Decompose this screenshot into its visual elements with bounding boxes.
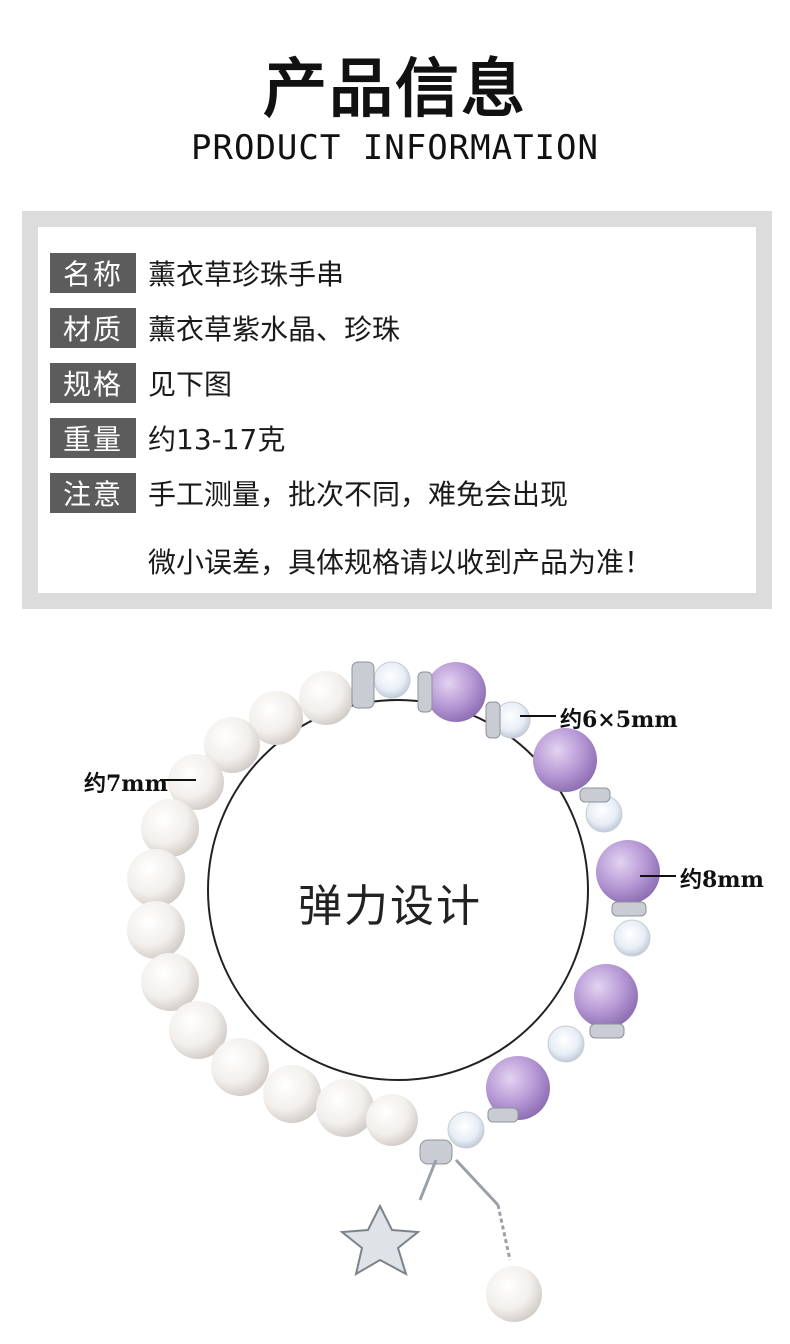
bracelet-image <box>127 661 676 1322</box>
pearl-size-callout: 约7mm <box>84 771 168 797</box>
crystal-size-callout: 约6×5mm <box>560 707 678 733</box>
drop-pearl <box>486 1266 542 1322</box>
info-panel: 名称 薰衣草珍珠手串 材质 薰衣草紫水晶、珍珠 规格 见下图 重量 约13-17… <box>22 211 772 609</box>
page-subtitle: PRODUCT INFORMATION <box>191 128 599 168</box>
charm-chain <box>418 1158 512 1261</box>
info-value: 手工测量，批次不同，难免会出现 <box>148 478 569 511</box>
pearl-beads <box>127 671 418 1146</box>
amethyst-size-callout: 约8mm <box>680 867 764 893</box>
silver-caps <box>351 661 647 1165</box>
info-value: 见下图 <box>148 368 233 401</box>
info-label: 注意 <box>50 473 136 513</box>
info-label: 材质 <box>50 308 136 348</box>
info-note-continuation: 微小误差，具体规格请以收到产品为准！ <box>148 546 653 579</box>
star-charm <box>339 1203 421 1277</box>
info-row-name: 名称 薰衣草珍珠手串 <box>50 253 344 293</box>
info-value: 薰衣草紫水晶、珍珠 <box>148 313 401 346</box>
info-row-note: 注意 手工测量，批次不同，难免会出现 <box>50 473 568 513</box>
info-panel-inner: 名称 薰衣草珍珠手串 材质 薰衣草紫水晶、珍珠 规格 见下图 重量 约13-17… <box>38 227 756 593</box>
crystal-beads <box>373 661 651 1149</box>
info-label: 规格 <box>50 363 136 403</box>
amethyst-beads <box>426 662 660 1120</box>
elastic-design-label: 弹力设计 <box>298 881 482 932</box>
info-row-weight: 重量 约13-17克 <box>50 418 285 458</box>
info-row-spec: 规格 见下图 <box>50 363 232 403</box>
elastic-circle <box>207 699 589 1081</box>
info-value: 薰衣草珍珠手串 <box>148 258 345 291</box>
info-row-material: 材质 薰衣草紫水晶、珍珠 <box>50 308 400 348</box>
info-value: 约13-17克 <box>148 423 286 456</box>
page-title: 产品信息 <box>263 52 527 127</box>
info-label: 名称 <box>50 253 136 293</box>
info-label: 重量 <box>50 418 136 458</box>
product-illustration: 弹力设计 约7mm 约6×5mm 约8mm <box>0 620 790 1344</box>
